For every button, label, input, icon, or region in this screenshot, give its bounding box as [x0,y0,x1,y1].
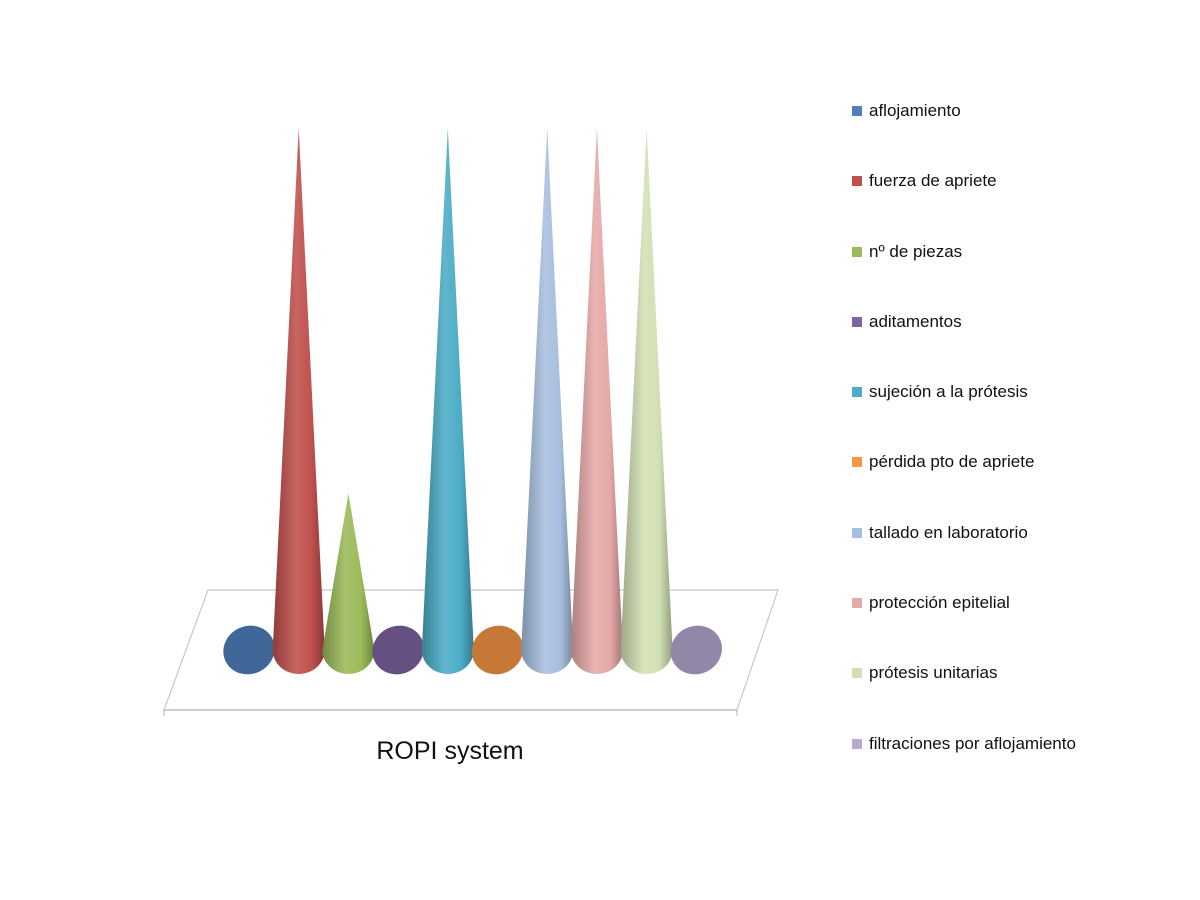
legend-label: filtraciones por aflojamiento [869,733,1076,753]
cone-n-de-piezas [322,493,375,674]
legend-label: aditamentos [869,311,962,331]
cone-body-proteccion-epitelial [570,128,623,674]
legend-item-protesis-unitarias: prótesis unitarias [852,662,1152,732]
legend-swatch [852,387,862,398]
legend-label: protección epitelial [869,593,1010,613]
cone-body-tallado-en-laboratorio [521,128,574,674]
legend-item-aflojamiento: aflojamiento [852,100,1152,170]
cone-aditamentos [372,625,424,675]
cone-body-fuerza-de-apriete [272,128,325,674]
cone-base-aditamentos [372,625,424,675]
legend-item-tallado-en-laboratorio: tallado en laboratorio [852,522,1152,592]
cone-protesis-unitarias [620,128,673,674]
cone-perdida-pto-de-apriete [471,625,524,675]
legend: aflojamiento fuerza de apriete nº de pieza… [852,100,1152,803]
cone-base-perdida-pto-de-apriete [471,625,524,675]
cone-filtraciones-por-aflojamiento [670,625,722,675]
cone-fuerza-de-apriete [272,128,325,674]
legend-label: tallado en laboratorio [869,522,1028,542]
legend-label: nº de piezas [869,241,963,261]
legend-item-perdida-pto-de-apriete: pérdida pto de apriete [852,451,1152,521]
legend-swatch [852,246,862,257]
legend-label: prótesis unitarias [869,663,998,683]
legend-swatch [852,457,862,468]
cone-body-protesis-unitarias [620,128,673,674]
cone-body-sujecion-a-la-protesis [421,128,474,674]
legend-label: aflojamiento [869,101,961,120]
legend-item-proteccion-epitelial: protección epitelial [852,592,1152,662]
legend-item-fuerza-de-apriete: fuerza de apriete [852,170,1152,240]
cone-tallado-en-laboratorio [521,128,574,674]
legend-swatch [852,106,862,116]
legend-label: sujeción a la prótesis [869,382,1028,402]
legend-swatch [852,176,862,187]
legend-swatch [852,668,862,679]
legend-swatch [852,738,862,749]
legend-swatch [852,527,862,538]
cone-body-n-de-piezas [322,493,375,674]
legend-label: pérdida pto de apriete [869,452,1035,472]
legend-swatch [852,598,862,609]
legend-item-n-de-piezas: nº de piezas [852,241,1152,311]
category-label: ROPI system [376,737,523,765]
cone-base-filtraciones-por-aflojamiento [670,625,722,675]
legend-item-sujecion-a-la-protesis: sujeción a la prótesis [852,381,1152,451]
cone-proteccion-epitelial [570,128,623,674]
legend-item-aditamentos: aditamentos [852,311,1152,381]
cone-sujecion-a-la-protesis [421,128,474,674]
legend-item-filtraciones-por-aflojamiento: filtraciones por aflojamiento [852,733,1152,803]
legend-swatch [852,316,862,327]
cone-base-aflojamiento [223,625,275,675]
cone-aflojamiento [223,625,275,675]
legend-label: fuerza de apriete [869,171,997,191]
